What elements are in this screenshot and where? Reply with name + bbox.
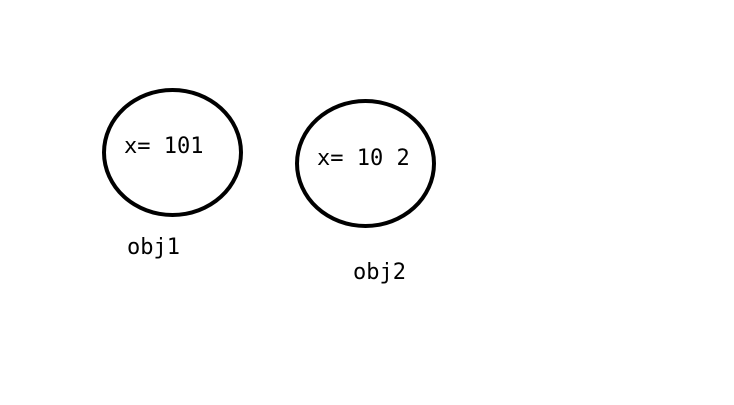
obj1-label: obj1 [127, 235, 180, 260]
obj1-value-text: x= 101 [124, 134, 204, 159]
obj2-label: obj2 [353, 260, 406, 285]
obj1-circle [102, 88, 243, 217]
obj2-circle [295, 99, 436, 228]
obj2-value-text: x= 10 2 [317, 146, 410, 171]
